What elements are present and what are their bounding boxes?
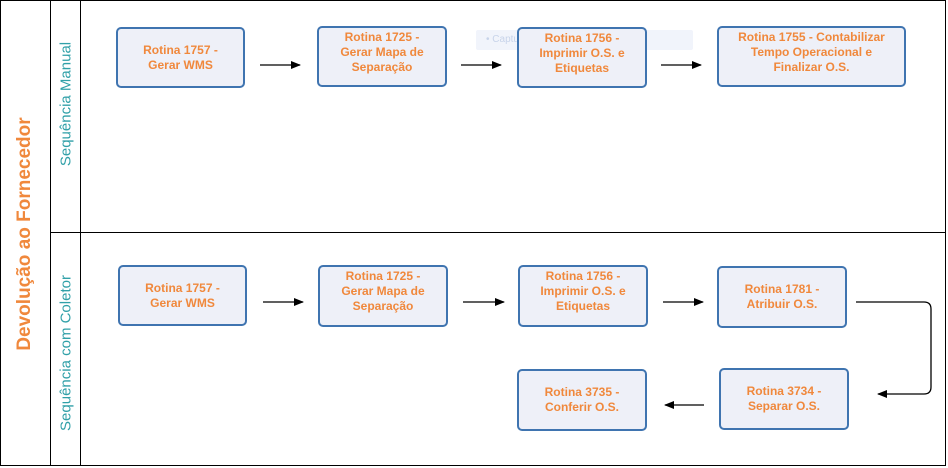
process-label: Rotina 1756 - Imprimir O.S. e Etiquetas (539, 31, 625, 75)
process-box[interactable]: Rotina 1757 - Gerar WMS (118, 265, 247, 326)
process-box[interactable]: Rotina 1756 - Imprimir O.S. e Etiquetas (518, 265, 648, 327)
pool-header: Devolução ao Fornecedor (0, 0, 51, 466)
process-box[interactable]: Rotina 1757 - Gerar WMS (116, 27, 245, 88)
process-label: Rotina 1756 - Imprimir O.S. e Etiquetas (540, 269, 626, 313)
lane-divider (51, 232, 946, 233)
process-label: Rotina 3734 - Separar O.S. (746, 384, 822, 413)
process-label: Rotina 1725 - Gerar Mapa de Separação (340, 30, 424, 74)
process-label: Rotina 1757 - Gerar WMS (145, 280, 220, 310)
process-box[interactable]: Rotina 1725 - Gerar Mapa de Separação (317, 26, 447, 87)
flow-arrow (856, 301, 932, 398)
process-label: Rotina 1757 - Gerar WMS (143, 42, 218, 72)
lane-header-manual: Sequência Manual (51, 0, 81, 232)
process-label: Rotina 1755 - Contabilizar Tempo Operaci… (738, 30, 885, 74)
process-box[interactable]: Rotina 1755 - Contabilizar Tempo Operaci… (717, 26, 906, 87)
process-label: Rotina 1725 - Gerar Mapa de Separação (341, 269, 425, 313)
lane-header-coletor: Sequência com Coletor (51, 232, 81, 466)
process-box[interactable]: Rotina 1725 - Gerar Mapa de Separação (318, 265, 448, 327)
process-label: Rotina 1781 - Atribuir O.S. (744, 282, 820, 311)
process-box[interactable]: Rotina 3735 - Conferir O.S. (517, 369, 647, 431)
process-box[interactable]: Rotina 1756 - Imprimir O.S. e Etiquetas (517, 27, 647, 88)
process-box[interactable]: Rotina 1781 - Atribuir O.S. (717, 266, 847, 328)
process-box[interactable]: Rotina 3734 - Separar O.S. (719, 368, 849, 430)
process-label: Rotina 3735 - Conferir O.S. (544, 385, 620, 414)
